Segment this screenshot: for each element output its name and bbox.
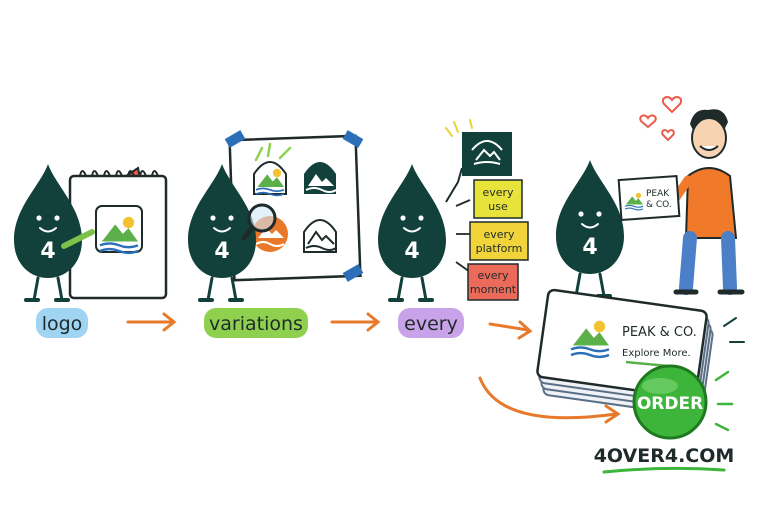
sticky-note-moment: every moment [467, 263, 519, 301]
hearts [639, 96, 682, 142]
logo-variation-outline [303, 219, 337, 253]
sticky-note-platform: every platform [469, 221, 529, 261]
svg-text:PEAK: PEAK [646, 189, 670, 199]
svg-text:platform: platform [476, 242, 523, 255]
curved-arrow-icon [478, 376, 621, 424]
svg-text:variations: variations [209, 313, 303, 335]
svg-text:logo: logo [42, 313, 83, 335]
svg-text:every: every [404, 313, 458, 335]
logo-variation-color [253, 161, 287, 197]
logo-variation-dark [304, 162, 337, 194]
arrow-icon [330, 312, 381, 332]
note-arrows [455, 199, 471, 273]
step-label-logo: logo [36, 308, 88, 338]
crayon-icon [61, 229, 95, 249]
business-card-small: PEAK & CO. [617, 174, 681, 222]
mascot-holding-card: 4 [554, 158, 626, 298]
person [665, 109, 745, 295]
order-button[interactable]: ORDER [632, 364, 734, 440]
mascot-badge: 4 [40, 239, 55, 264]
card-company-name: PEAK & CO. [622, 325, 697, 340]
svg-text:use: use [488, 200, 508, 213]
step-label-variations: variations [204, 308, 308, 338]
svg-text:& CO.: & CO. [646, 200, 672, 210]
arrow-icon [488, 320, 533, 340]
svg-text:moment: moment [470, 283, 517, 296]
svg-text:every: every [477, 269, 509, 282]
mascot-badge: 4 [582, 235, 597, 260]
mascot-presenting: 4 [376, 162, 448, 302]
mascot-drawing: 4 [12, 162, 84, 302]
mascot-inspecting: 4 [186, 162, 258, 302]
step-label-every: every [398, 308, 464, 338]
card-tagline: Explore More. [622, 348, 691, 359]
magnifier-icon [241, 203, 277, 241]
svg-text:every: every [482, 186, 514, 199]
website-url[interactable]: 4OVER4.COM [594, 445, 735, 467]
svg-text:every: every [483, 228, 515, 241]
website-link[interactable]: 4OVER4.COM [594, 445, 735, 474]
flag-sign [445, 119, 512, 203]
spiral-binding [79, 170, 159, 177]
arrow-icon [126, 312, 177, 332]
order-button-label[interactable]: ORDER [637, 394, 703, 414]
sticky-note-use: every use [473, 179, 523, 219]
sketchbook [68, 166, 168, 300]
mascot-badge: 4 [404, 239, 419, 264]
mascot-badge: 4 [214, 239, 229, 264]
